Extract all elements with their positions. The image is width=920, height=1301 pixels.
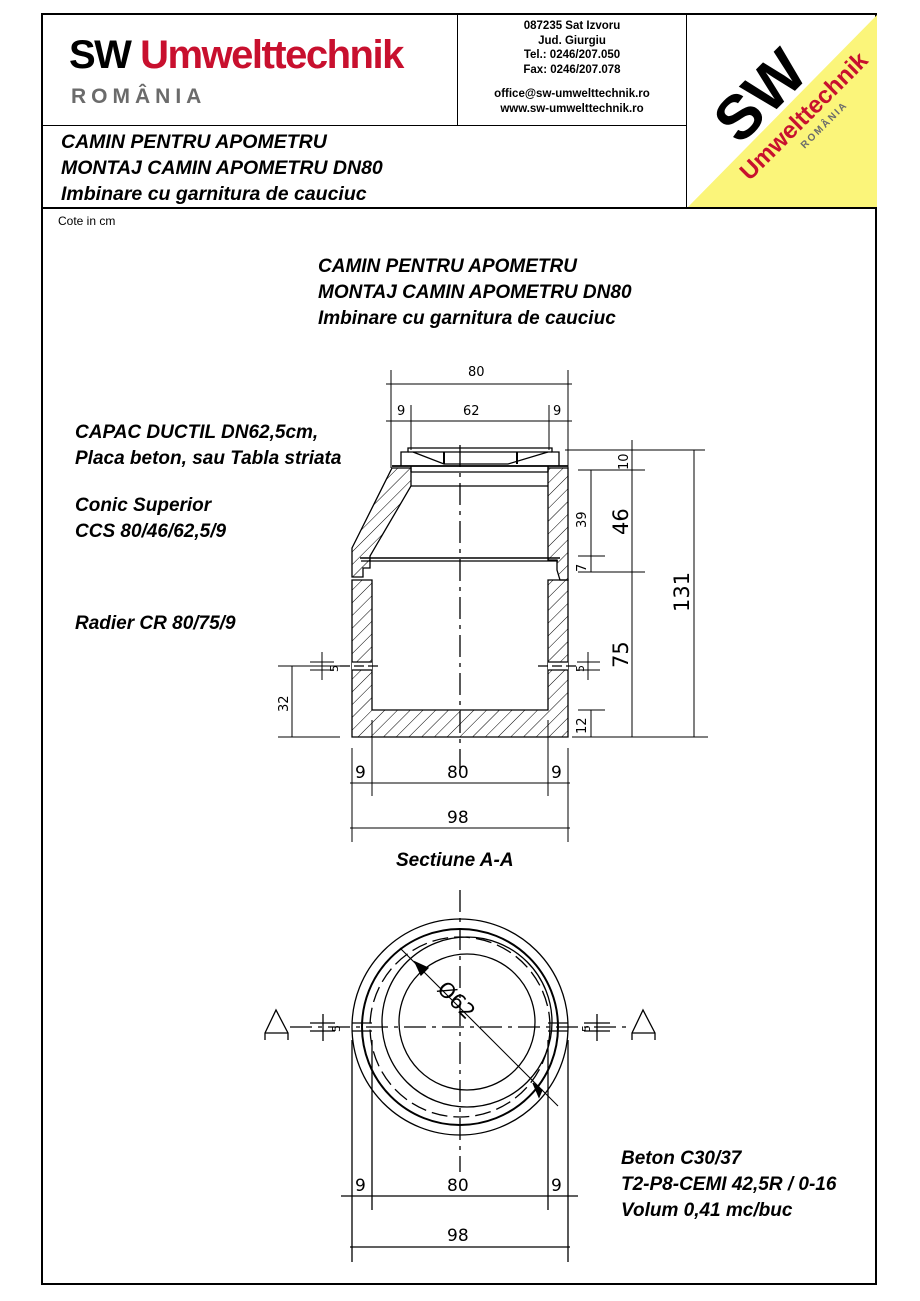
section-mark-left (264, 1008, 289, 1040)
plan-dim-right-wall: 9 (551, 1176, 562, 1196)
diameter-leader (399, 947, 559, 1107)
dim-pipe-axis-height: 32 (277, 695, 292, 712)
dim-cone-joint: 7 (575, 564, 590, 572)
header-title: CAMIN PENTRU APOMETRU MONTAJ CAMIN APOME… (43, 126, 687, 208)
dim-bottom-inner: 80 (447, 763, 469, 783)
label-base: Radier CR 80/75/9 (75, 613, 236, 634)
drawing-title-line-2: MONTAJ CAMIN APOMETRU DN80 (318, 282, 632, 303)
label-cone-line-2: CCS 80/46/62,5/9 (75, 521, 227, 542)
label-cover-line-2: Placa beton, sau Tabla striata (75, 448, 342, 469)
cone-right-wall (547, 467, 569, 581)
dim-base-floor: 12 (575, 717, 590, 734)
dim-cone-total: 46 (609, 508, 633, 535)
logo-country: ROMÂNIA (71, 85, 207, 108)
section-mark-right (631, 1008, 656, 1040)
dim-cone-inner: 39 (575, 511, 590, 528)
drawing-title-line-1: CAMIN PENTRU APOMETRU (318, 256, 577, 277)
header-title-line-1: CAMIN PENTRU APOMETRU (61, 131, 327, 153)
drawing-title: CAMIN PENTRU APOMETRU MONTAJ CAMIN APOME… (318, 254, 632, 332)
dim-cover-height: 10 (617, 453, 632, 470)
spec-concrete: Beton C30/37 (621, 1148, 742, 1169)
website-link[interactable]: www.sw-umwelttechnik.ro (500, 102, 644, 115)
dim-bottom-right-wall: 9 (551, 763, 562, 783)
dim-pipe-right: 5 (574, 665, 587, 672)
label-cone-line-1: Conic Superior (75, 495, 212, 516)
drawing-title-line-3: Imbinare cu garnitura de cauciuc (318, 308, 616, 329)
logo-brand-black: SW (69, 33, 132, 77)
company-logo-block: SW Umwelttechnik ROMÂNIA (43, 15, 458, 126)
specs-block: Beton C30/37 T2-P8-CEMI 42,5R / 0-16 Vol… (621, 1146, 836, 1224)
plan-dim-left-wall: 9 (355, 1176, 366, 1196)
address-line-1: 087235 Sat Izvoru (523, 20, 621, 32)
dim-top-overall: 80 (468, 365, 485, 380)
phone: Tel.: 0246/207.050 (523, 49, 621, 61)
dim-top-opening: 62 (463, 404, 480, 419)
cover-frame (400, 447, 560, 466)
plan-dim-pipe-right: 5 (580, 1025, 593, 1032)
drawing-sheet: SW Umwelttechnik ROMÂNIA 087235 Sat Izvo… (41, 13, 877, 1285)
dim-top-left-wall: 9 (397, 404, 405, 419)
cone-left-wall (351, 467, 412, 578)
header-title-line-2: MONTAJ CAMIN APOMETRU DN80 (61, 157, 383, 179)
company-logo: SW Umwelttechnik (69, 33, 404, 78)
logo-brand-red: Umwelttechnik (140, 33, 404, 77)
elevation-dimensions (278, 370, 708, 842)
base-shell (351, 579, 569, 738)
plan-view (264, 890, 656, 1262)
contact-block: 087235 Sat Izvoru Jud. Giurgiu Tel.: 024… (457, 15, 687, 126)
elevation-dimension-labels: 80 9 62 9 10 39 7 46 75 12 131 5 5 32 9 … (277, 365, 694, 828)
units-note: Cote in cm (58, 214, 116, 228)
address-line-2: Jud. Giurgiu (538, 34, 606, 47)
spec-cement: T2-P8-CEMI 42,5R / 0-16 (621, 1174, 837, 1195)
label-cover: CAPAC DUCTIL DN62,5cm, Placa beton, sau … (75, 420, 341, 472)
fax: Fax: 0246/207.078 (523, 63, 621, 76)
dim-top-right-wall: 9 (553, 404, 561, 419)
section-title: Sectiune A-A (396, 850, 514, 871)
email-link[interactable]: office@sw-umwelttechnik.ro (494, 88, 650, 100)
dim-bottom-overall: 98 (447, 808, 469, 828)
plan-dim-overall: 98 (447, 1226, 469, 1246)
header-divider (43, 207, 877, 209)
plan-outer-circle (351, 918, 569, 1136)
header-title-line-3: Imbinare cu garnitura de cauciuc (61, 183, 367, 205)
dim-bottom-left-wall: 9 (355, 763, 366, 783)
spec-volume: Volum 0,41 mc/buc (621, 1200, 793, 1221)
label-cone: Conic Superior CCS 80/46/62,5/9 (75, 493, 226, 545)
plan-dimension-labels: Ø62 5 5 9 80 9 98 (330, 977, 593, 1246)
plan-dim-inner: 80 (447, 1176, 469, 1196)
elevation-view (340, 445, 580, 768)
dim-base-height: 75 (609, 641, 633, 668)
dim-diameter: Ø62 (432, 977, 480, 1025)
dim-pipe-left: 5 (328, 665, 341, 672)
corner-logo-yellow-triangle (687, 15, 877, 208)
corner-logo: SW Umwelttechnik ROMÂNIA (686, 15, 877, 208)
dim-total-height: 131 (670, 572, 694, 612)
label-cover-line-1: CAPAC DUCTIL DN62,5cm, (75, 422, 319, 443)
plan-dim-pipe-left: 5 (330, 1025, 343, 1032)
